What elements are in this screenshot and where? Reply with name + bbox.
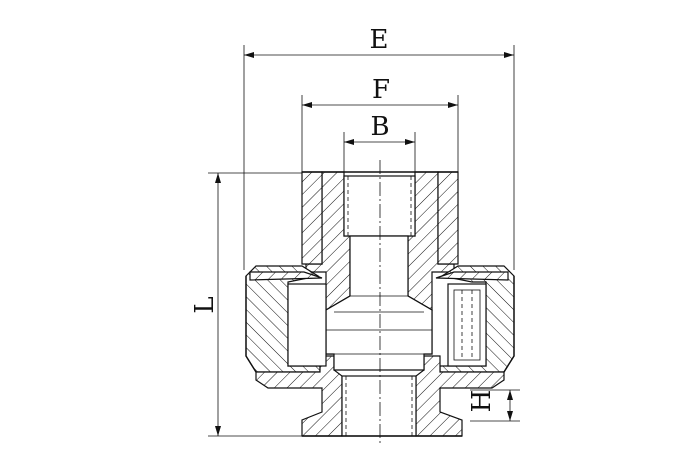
dimension-e: E — [243, 25, 515, 270]
gasket-left — [249, 271, 323, 281]
dimension-label-b: B — [370, 112, 389, 142]
dimension-label-h: H — [467, 390, 497, 413]
bottom-bore — [341, 375, 417, 437]
top-socket-outer-left — [301, 171, 323, 265]
dimension-label-f: F — [372, 75, 390, 105]
union-fitting-body — [245, 160, 515, 445]
top-socket-outer-right — [437, 171, 459, 265]
nut-window-right — [453, 289, 481, 361]
dimension-label-l: L — [190, 296, 220, 313]
dimension-label-e: E — [370, 25, 389, 55]
nut-cavity-left — [287, 283, 327, 367]
dimension-f: F — [301, 75, 459, 178]
dimension-l: L — [190, 172, 320, 437]
dimension-b: B — [343, 112, 416, 178]
gasket-right — [435, 271, 509, 281]
dimension-h: H — [467, 389, 520, 422]
top-bore — [343, 175, 416, 237]
